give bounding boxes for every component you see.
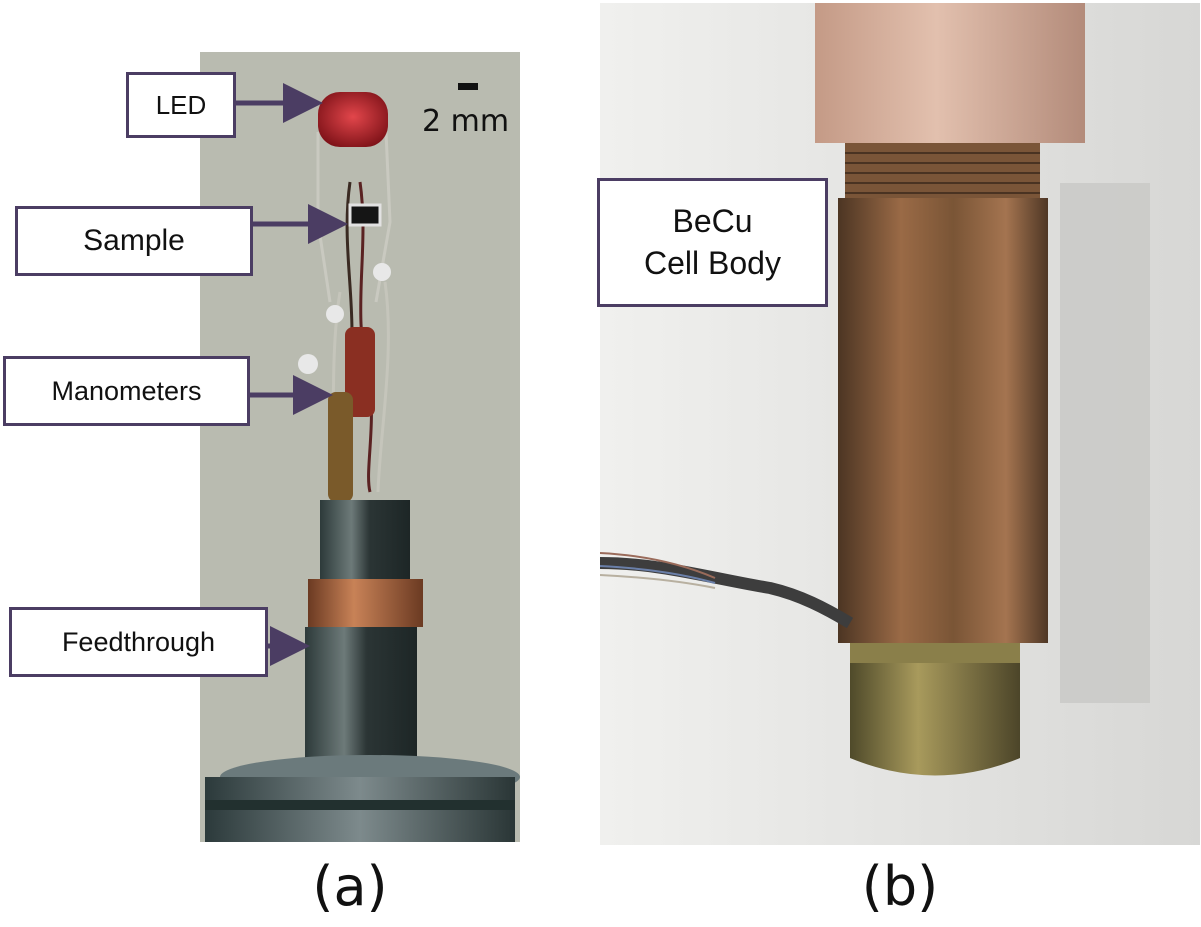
manometer-coil xyxy=(345,327,375,417)
pressure-cell-insert-photo xyxy=(205,83,520,842)
photo-panel-b xyxy=(600,3,1200,845)
feedthrough-label-text: Feedthrough xyxy=(61,626,216,657)
photo-panel-a xyxy=(200,52,520,842)
feedthrough-label: Feedthrough xyxy=(9,607,268,677)
brass-end xyxy=(850,663,1020,776)
top-cap xyxy=(815,3,1085,143)
manometers-label: Manometers xyxy=(3,356,250,426)
sample-label-text: Sample xyxy=(83,224,185,257)
sample-chip xyxy=(348,203,382,227)
becu-label-line2: Cell Body xyxy=(644,244,781,281)
becu-cell-body-label: BeCu Cell Body xyxy=(597,178,828,307)
copper-ring xyxy=(308,579,423,627)
manometer-coil xyxy=(328,392,353,502)
panel-b-caption: (b) xyxy=(861,855,939,918)
becu-cell-photo xyxy=(600,3,1200,845)
scale-bar xyxy=(458,83,478,90)
cell-body xyxy=(838,198,1048,643)
manometers-label-text: Manometers xyxy=(51,375,202,406)
panel-a-caption: (a) xyxy=(312,855,388,918)
scale-bar-text: 2 mm xyxy=(422,104,510,139)
sample-label: Sample xyxy=(15,206,253,276)
cable xyxy=(600,557,854,629)
led-label-text: LED xyxy=(155,89,207,120)
led-component xyxy=(318,92,388,147)
led-label: LED xyxy=(126,72,236,138)
becu-label-line1: BeCu xyxy=(672,202,753,239)
